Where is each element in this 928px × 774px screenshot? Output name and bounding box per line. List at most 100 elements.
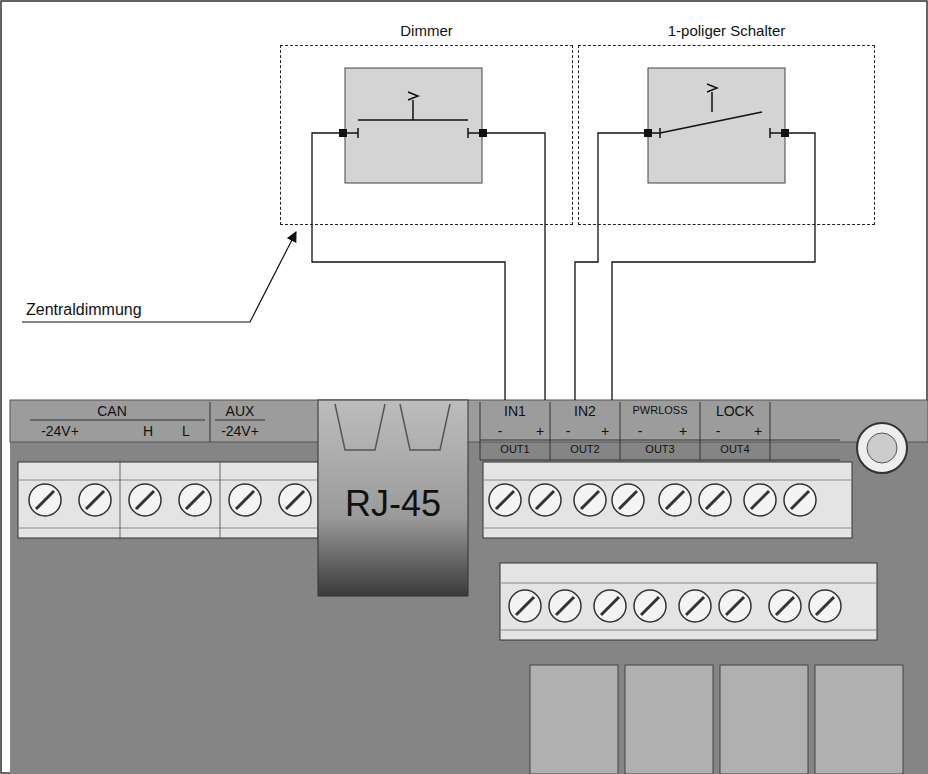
leader-line (22, 232, 296, 322)
terminal-edge (18, 480, 318, 481)
divider (210, 402, 211, 442)
terminal-edge (483, 528, 852, 529)
wire (612, 133, 815, 400)
screw-head (489, 484, 521, 516)
terminal-screw (679, 590, 711, 622)
terminal-screw (529, 484, 561, 516)
terminal-screw (549, 590, 581, 622)
terminal-screw (634, 590, 666, 622)
screw-slot (776, 597, 794, 615)
divider (700, 402, 701, 460)
terminal-label: -24V+ (221, 424, 259, 438)
screw-slot (516, 597, 534, 615)
screw-head (549, 590, 581, 622)
divider (480, 460, 840, 461)
screw-slot (641, 597, 659, 615)
divider (215, 420, 265, 421)
screw-slot (816, 597, 834, 615)
terminal-label: OUT4 (720, 444, 749, 455)
terminal-label: - (566, 424, 571, 438)
terminal-label: PWRLOSS (632, 405, 687, 416)
terminal-screw (509, 590, 541, 622)
divider (620, 402, 621, 460)
screws (29, 484, 841, 622)
screw-head (769, 590, 801, 622)
terminal-label: H (143, 424, 153, 438)
terminal-edge (500, 583, 877, 584)
screw-head (179, 484, 211, 516)
terminal-label: + (601, 424, 609, 438)
rj45-latch (335, 404, 450, 450)
terminal-label: - (498, 424, 503, 438)
terminal-screw (809, 590, 841, 622)
terminal-screw (744, 484, 776, 516)
screw-slot (536, 491, 554, 509)
terminal-edge (483, 480, 852, 481)
terminal-screw (129, 484, 161, 516)
screw-head (79, 484, 111, 516)
wire (312, 133, 505, 400)
terminal-block (483, 462, 852, 538)
terminal-screw (594, 590, 626, 622)
terminal-edge (18, 528, 318, 529)
label-strip (10, 400, 928, 442)
rj45-jack (318, 400, 468, 596)
screw-slot (666, 491, 684, 509)
terminal-screw (179, 484, 211, 516)
terminal-label: CAN (97, 404, 127, 418)
terminal-block (18, 462, 318, 538)
switch-symbol (648, 68, 785, 183)
terminal-label: + (754, 424, 762, 438)
terminal-screw (659, 484, 691, 516)
terminal-screw (769, 590, 801, 622)
screw-head (594, 590, 626, 622)
screw-slot (36, 491, 54, 509)
screw-head (809, 590, 841, 622)
divider (480, 440, 840, 441)
wire (483, 133, 545, 400)
pushbutton-symbol (345, 68, 482, 183)
terminal-screw (489, 484, 521, 516)
screw-head (509, 590, 541, 622)
circuit-board (10, 400, 928, 774)
screw-head (659, 484, 691, 516)
divider (770, 402, 771, 460)
relay (530, 665, 618, 774)
terminal-label: + (679, 424, 687, 438)
screw-head (784, 484, 816, 516)
terminal-screw (784, 484, 816, 516)
pushbutton-symbol (343, 92, 483, 138)
screw-slot (601, 597, 619, 615)
terminal-label: + (536, 424, 544, 438)
terminal-screw (719, 590, 751, 622)
terminal-label: -24V+ (41, 424, 79, 438)
screw-slot (619, 491, 637, 509)
terminal-edge (500, 630, 877, 631)
screw-head (634, 590, 666, 622)
screw-head (744, 484, 776, 516)
relay (625, 665, 713, 774)
divider (480, 402, 481, 460)
screw-slot (286, 491, 304, 509)
switch-symbol (648, 84, 785, 138)
terminal-screw (29, 484, 61, 516)
buzzer (867, 433, 897, 463)
screw-head (679, 590, 711, 622)
buzzer (857, 423, 907, 473)
relay (815, 665, 903, 774)
terminal-label: IN2 (574, 404, 596, 418)
screw-slot (496, 491, 514, 509)
group-heading: Dimmer (281, 22, 572, 39)
terminal-label: OUT2 (570, 444, 599, 455)
terminal-label: L (182, 424, 190, 438)
terminal-label: LOCK (716, 404, 754, 418)
terminal-block (500, 563, 877, 640)
screw-slot (791, 491, 809, 509)
dashed-group-box: Dimmer (280, 45, 573, 225)
screw-slot (686, 597, 704, 615)
screw-slot (751, 491, 769, 509)
divider (550, 402, 551, 460)
